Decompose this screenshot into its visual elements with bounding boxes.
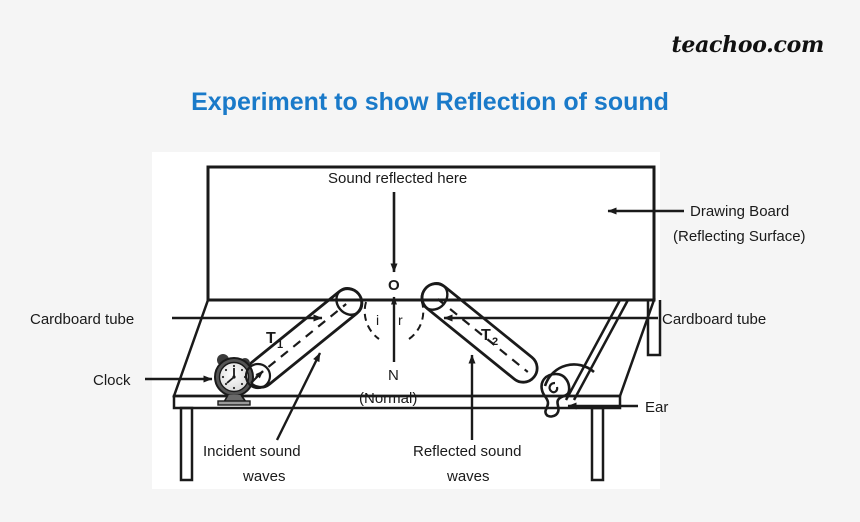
cardboard-tube-left-label: Cardboard tube	[30, 311, 134, 328]
cardboard-tube-right-label: Cardboard tube	[662, 311, 766, 328]
drawing-board-label-line1: Drawing Board	[690, 203, 789, 220]
drawing-board-label-line2: (Reflecting Surface)	[673, 228, 806, 245]
clock-label: Clock	[93, 372, 131, 389]
figure-canvas	[152, 152, 660, 489]
page-title: Experiment to show Reflection of sound	[191, 88, 669, 116]
watermark: teachoo.com	[671, 32, 825, 58]
